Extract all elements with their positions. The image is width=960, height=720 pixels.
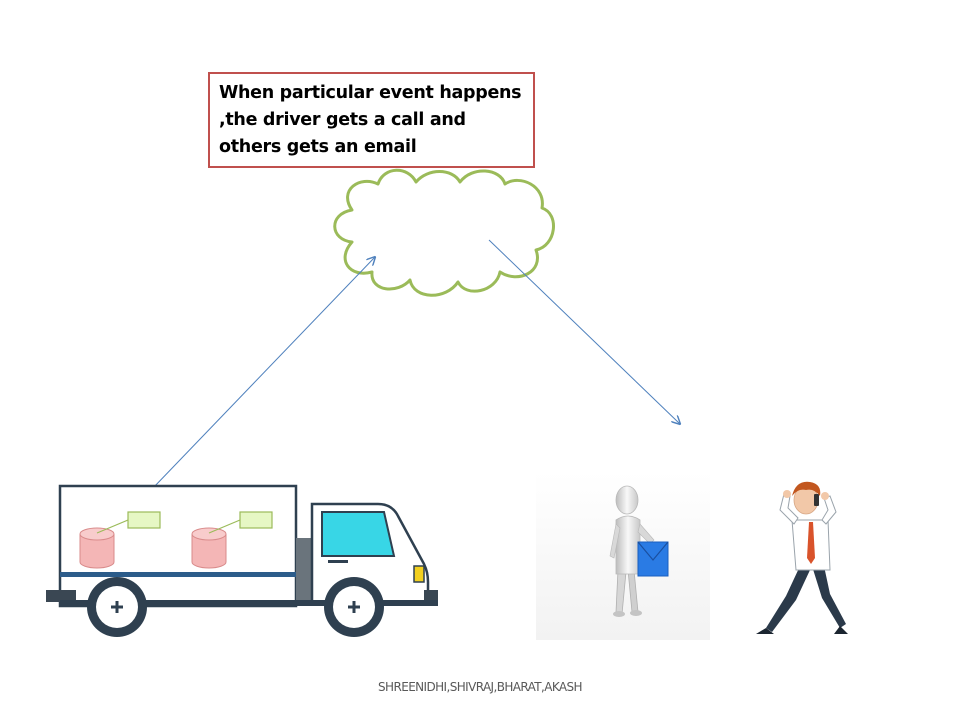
arrow-cloud-to-recipients xyxy=(488,239,680,424)
man-on-phone-icon xyxy=(756,481,848,634)
truck-icon xyxy=(46,484,438,637)
person-with-envelope-icon xyxy=(536,472,710,640)
rear-wheel-icon xyxy=(87,577,147,637)
email-envelope-icon xyxy=(637,541,669,577)
callout-line-2: ,the driver gets a call and xyxy=(219,110,466,130)
callout-line-1: When particular event happens xyxy=(219,83,522,103)
callout-box: When particular event happens ,the drive… xyxy=(208,72,535,168)
arrow-truck-to-cloud xyxy=(152,257,375,489)
cloud-icon xyxy=(333,168,555,297)
database-icon xyxy=(79,511,161,569)
database-icon xyxy=(191,511,273,569)
authors-footer: SHREENIDHI,SHIVRAJ,BHARAT,AKASH xyxy=(378,680,583,694)
callout-line-3: others gets an email xyxy=(219,137,417,157)
front-wheel-icon xyxy=(324,577,384,637)
